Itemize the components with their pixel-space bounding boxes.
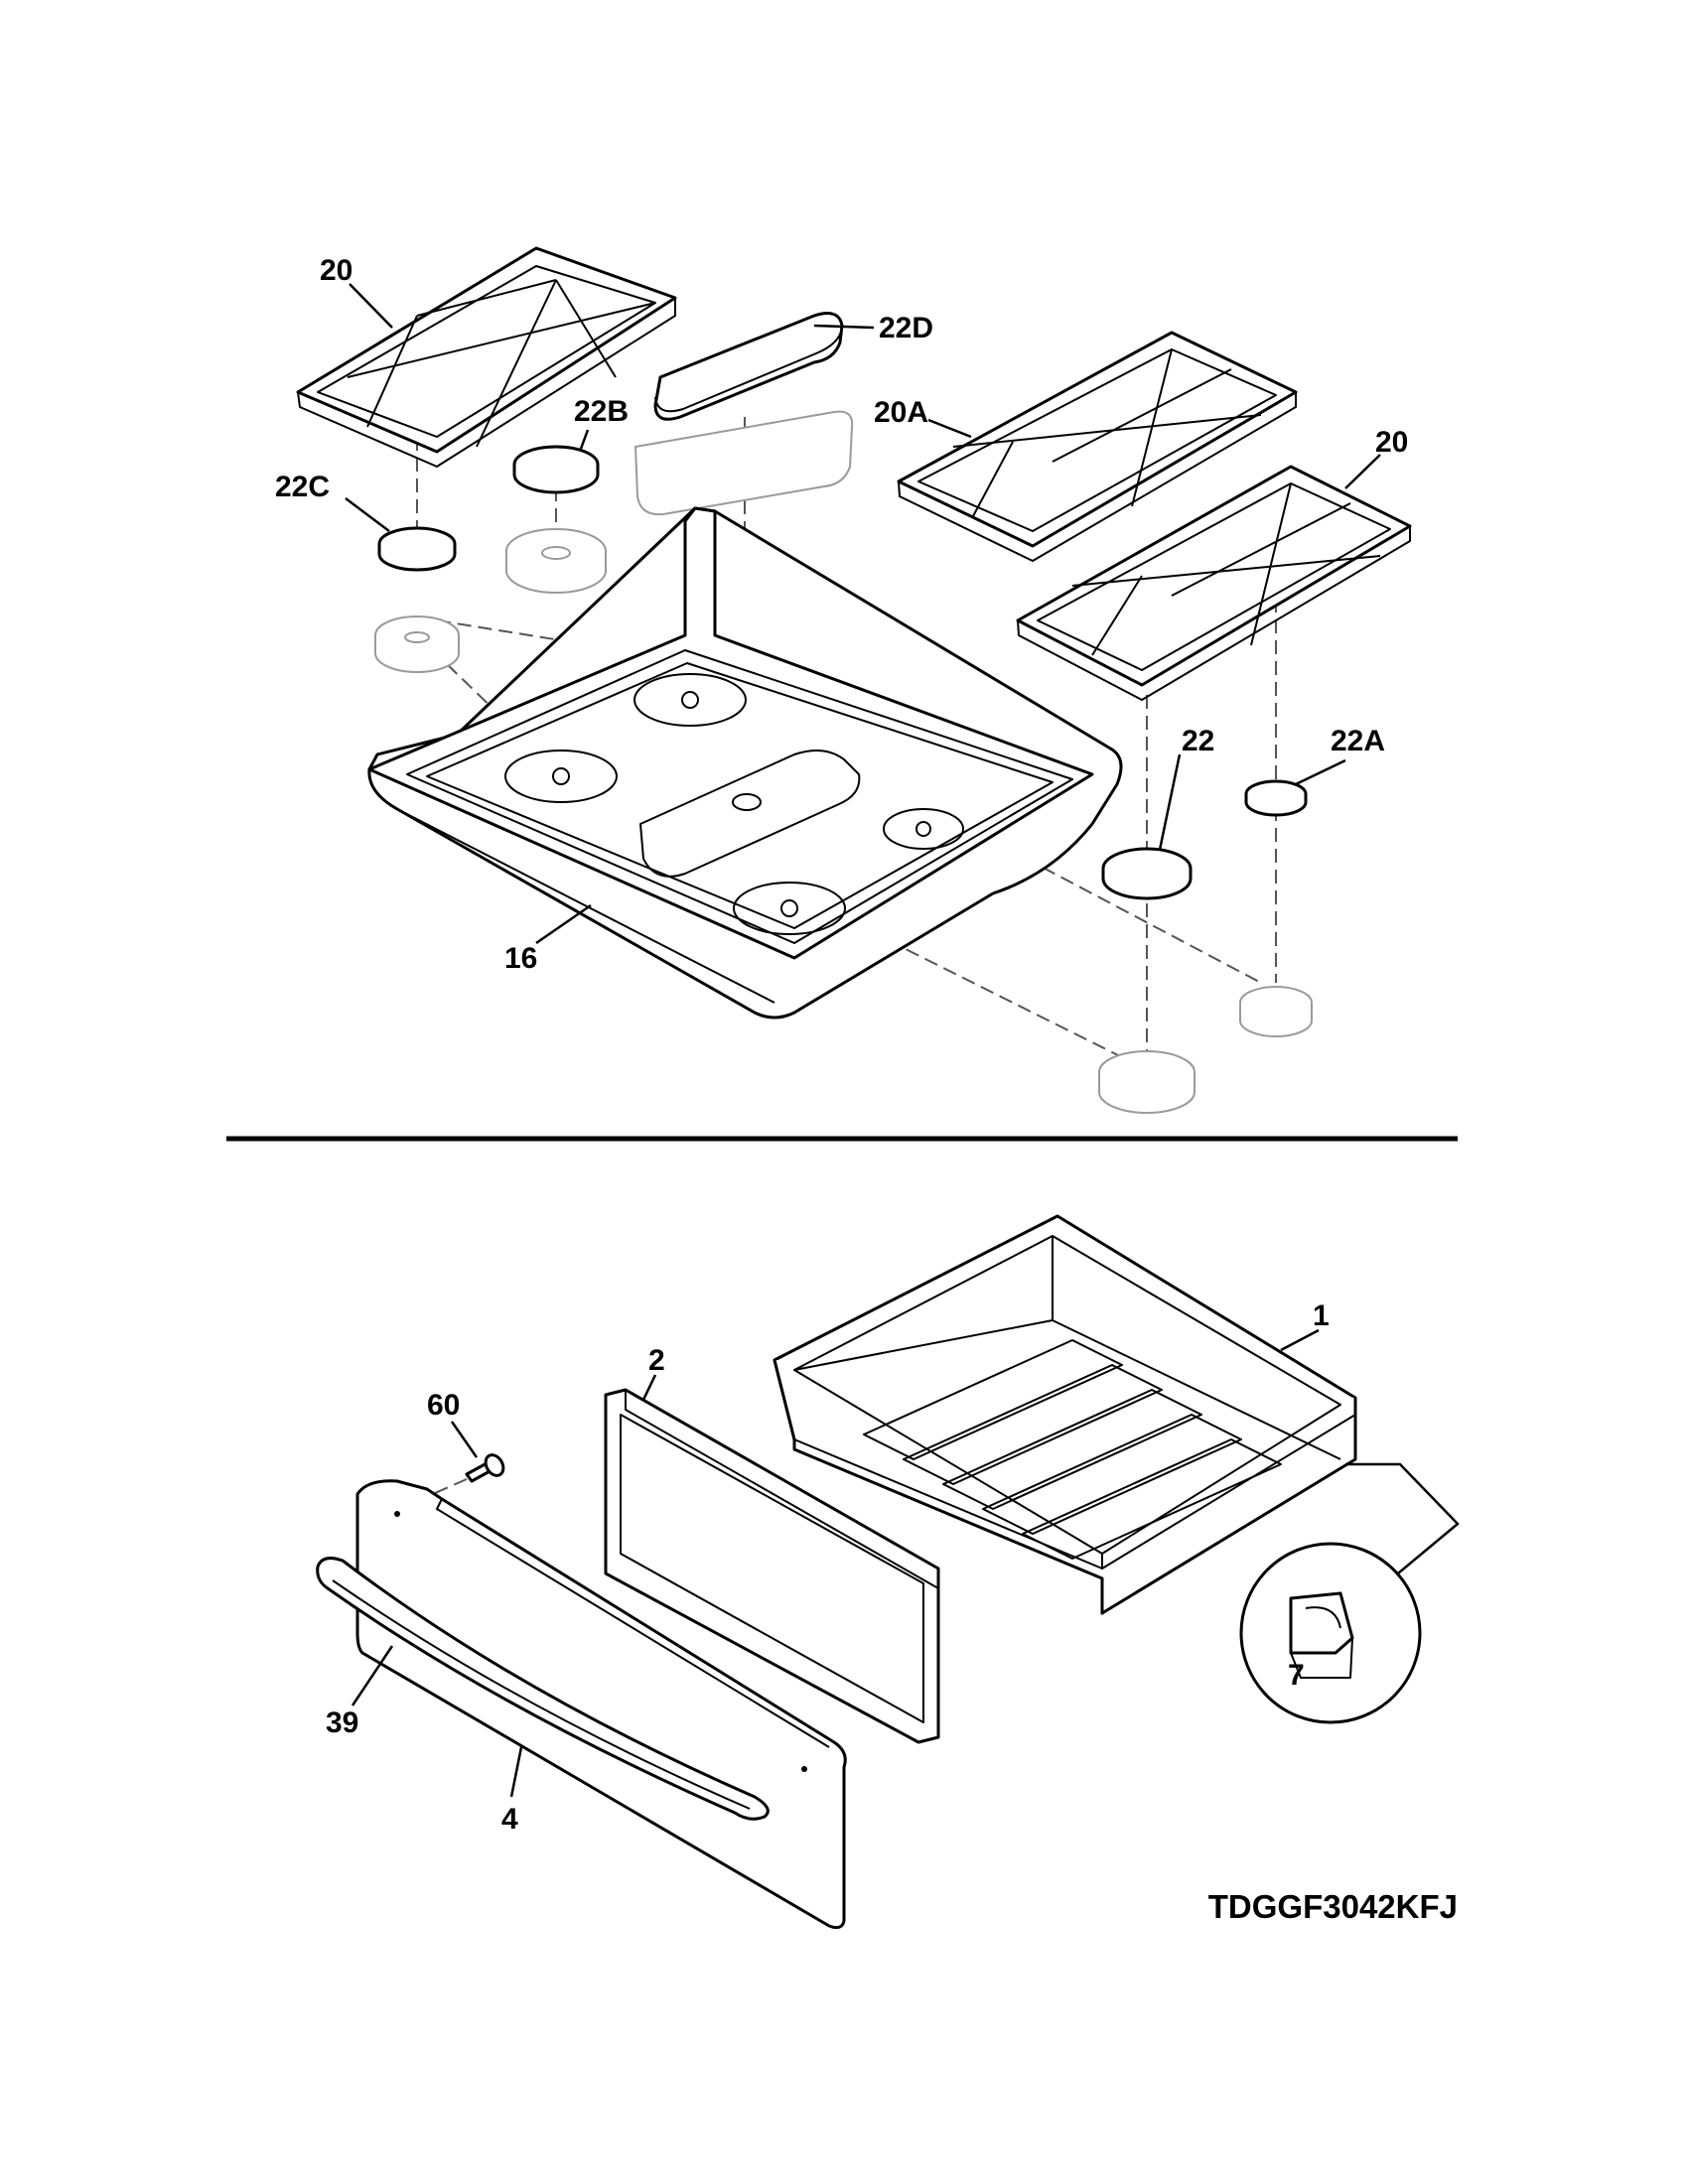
drawer-liner [604, 1388, 940, 1744]
griddle-22d [653, 312, 844, 421]
burner-base-right-rear [1239, 986, 1313, 1037]
burner-recess-center [732, 793, 762, 811]
griddle-ghost [633, 410, 854, 516]
burner-cap-22b [512, 445, 600, 494]
grate-right [1016, 465, 1412, 701]
burner-recess-left-front [504, 750, 618, 803]
callout-cap-22c: 22C [275, 471, 330, 503]
leader-lines-top [345, 283, 1381, 945]
burner-cap-22 [1101, 847, 1193, 900]
callout-screw: 60 [427, 1389, 460, 1422]
burner-base-left-rear [505, 528, 607, 594]
burner-base-left-front [374, 615, 460, 673]
callout-cap-22a: 22A [1331, 725, 1385, 757]
callout-handle: 39 [326, 1706, 358, 1739]
clip-detail [1239, 1462, 1460, 1724]
callout-cap-22d: 22D [879, 312, 933, 344]
callout-grate-20a: 20A [874, 396, 928, 429]
callout-drawer-liner: 2 [648, 1344, 665, 1377]
callout-cap-22: 22 [1182, 725, 1214, 757]
drawer-body [773, 1214, 1357, 1615]
drawer-handle [316, 1557, 770, 1821]
callout-grate-left: 20 [320, 254, 352, 287]
model-number: TDGGF3042KFJ [1208, 1888, 1458, 1925]
screw [465, 1453, 505, 1483]
burner-cap-22a [1244, 779, 1308, 817]
callout-drawer-front: 4 [501, 1803, 518, 1836]
callout-cooktop: 16 [504, 942, 537, 975]
callout-cap-22b: 22B [574, 395, 629, 428]
callout-clip: 7 [1288, 1659, 1305, 1692]
burner-recess-right-front [733, 882, 846, 935]
burner-base-right-front [1098, 1050, 1196, 1114]
burner-cap-22c [377, 526, 457, 572]
drawer-front [355, 1479, 847, 1930]
burner-recess-left-rear [633, 673, 747, 727]
grate-20a [897, 331, 1298, 562]
callout-drawer-body: 1 [1313, 1299, 1330, 1332]
cooktop [367, 506, 1123, 1020]
callout-grate-right: 20 [1375, 426, 1408, 459]
grate-left [296, 246, 677, 468]
burner-recess-right-rear [883, 808, 964, 850]
leader-lines-bottom [351, 1328, 1320, 1798]
